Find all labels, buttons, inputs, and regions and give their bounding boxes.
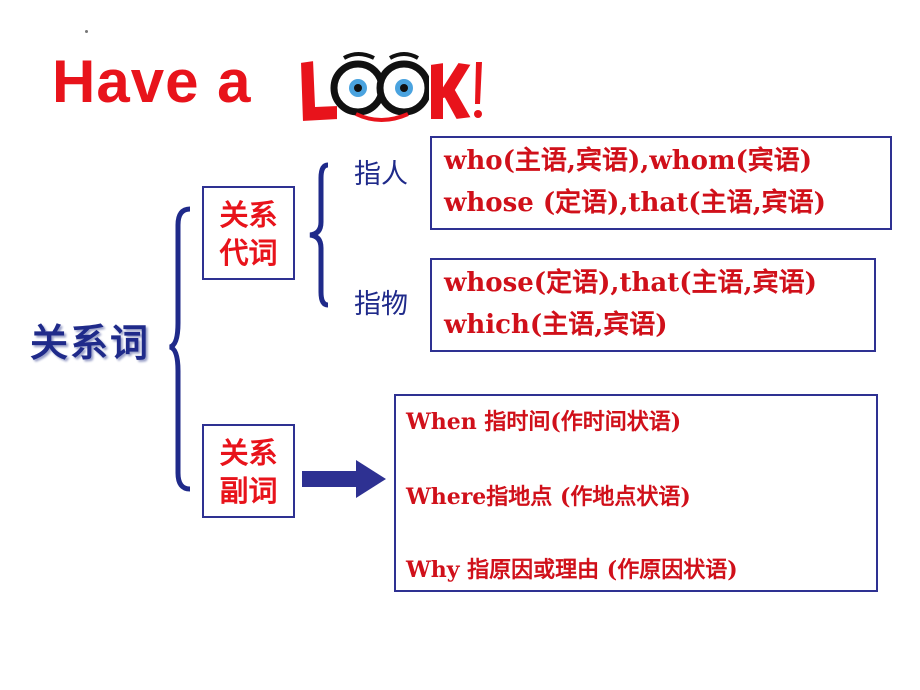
eyes-icon: [330, 52, 432, 122]
adverb-when: When 指时间(作时间状语): [406, 409, 682, 435]
adverb-line2: 副词: [219, 474, 278, 508]
thing-line-2: which(主语,宾语): [444, 310, 668, 340]
root-label: 关系词: [30, 321, 151, 365]
page-title: Have a: [52, 48, 252, 115]
person-line-1: who(主语,宾语),whom(宾语): [444, 146, 813, 176]
pronoun-line1: 关系: [219, 198, 278, 232]
adverb-line1: 关系: [219, 436, 278, 470]
person-pronoun-box: who(主语,宾语),whom(宾语) whose (定语),that(主语,宾…: [430, 136, 892, 230]
adverb-why: Why 指原因或理由 (作原因状语): [406, 557, 738, 583]
thing-label: 指物: [354, 289, 408, 320]
adverb-category-box: 关系 副词: [202, 424, 295, 518]
pronoun-category-box: 关系 代词: [202, 186, 295, 280]
adverb-list-box: When 指时间(作时间状语) Where指地点 (作地点状语) Why 指原因…: [394, 394, 878, 592]
pronoun-line2: 代词: [219, 236, 278, 270]
decorative-dot: [85, 30, 88, 33]
look-logo: [298, 52, 482, 124]
thing-pronoun-box: whose(定语),that(主语,宾语) which(主语,宾语): [430, 258, 876, 352]
adverb-where: Where指地点 (作地点状语): [406, 484, 691, 510]
thing-line-1: whose(定语),that(主语,宾语): [444, 268, 817, 298]
person-label: 指人: [354, 159, 408, 190]
person-line-2: whose (定语),that(主语,宾语): [444, 188, 826, 218]
main-brace-icon: [169, 206, 191, 492]
right-arrow-icon: [302, 460, 386, 498]
pronoun-brace-icon: [309, 162, 329, 308]
